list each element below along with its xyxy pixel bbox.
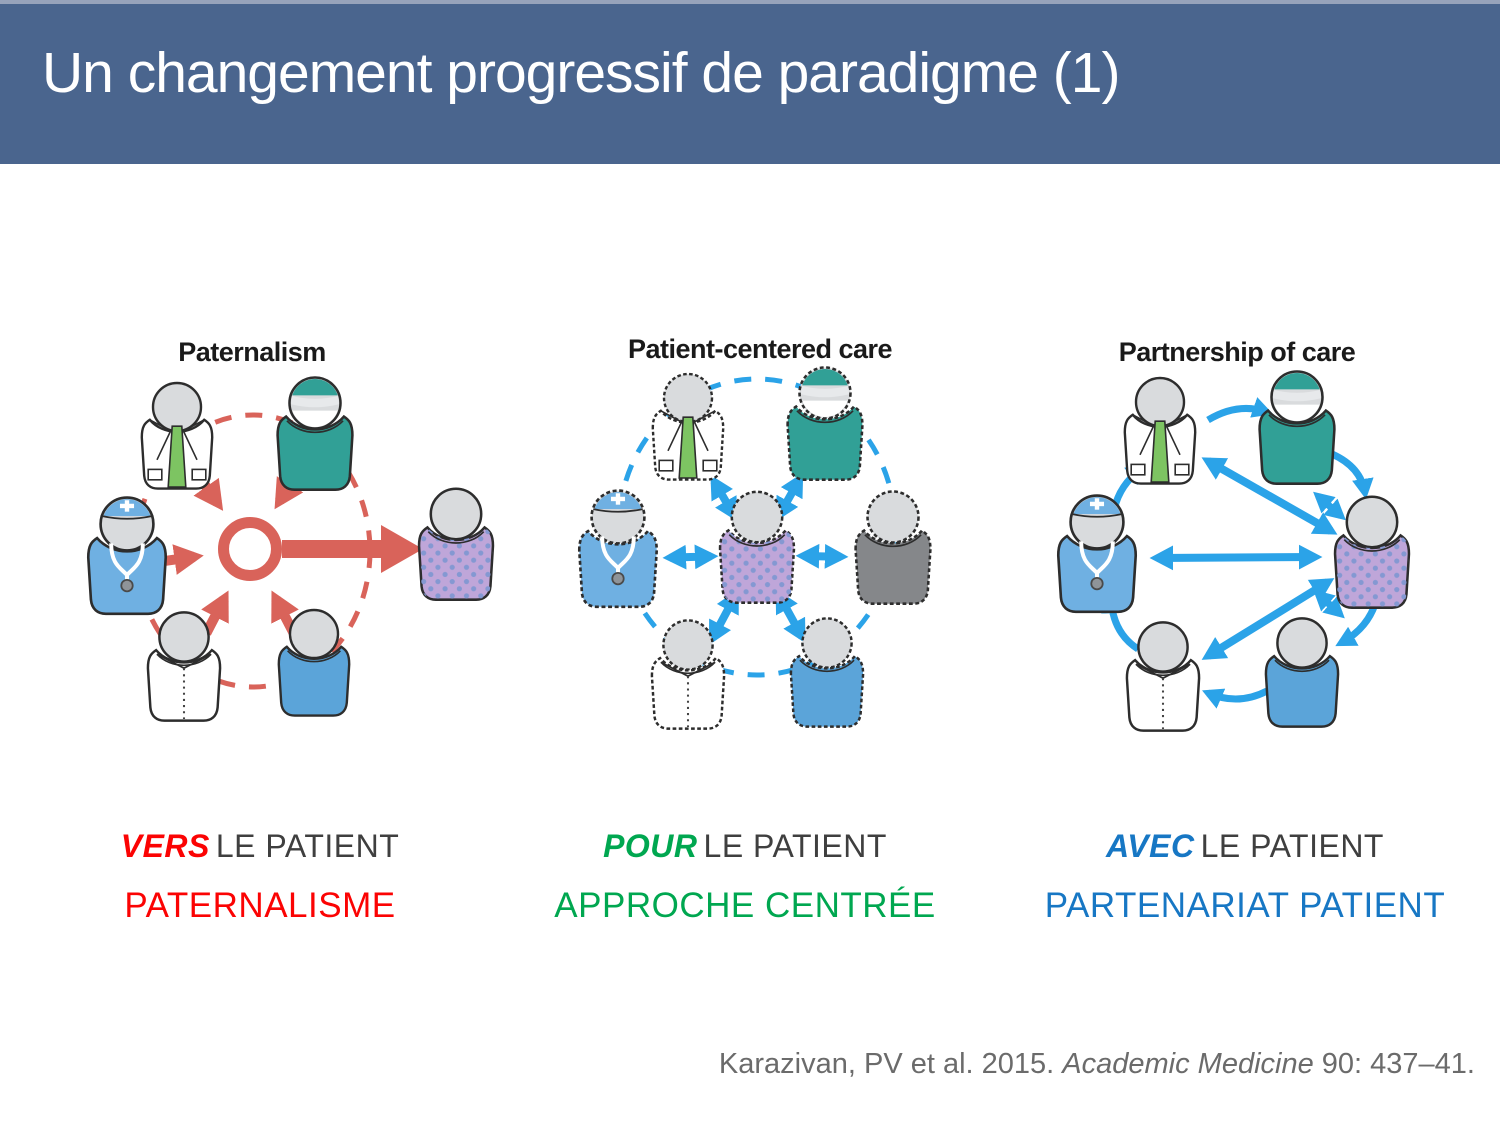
label-rest: LE PATIENT — [215, 828, 400, 864]
surgeon-icon — [276, 376, 354, 491]
keyword-vers: VERS — [120, 828, 210, 864]
citation-after: 90: 437–41. — [1313, 1048, 1475, 1080]
citation: Karazivan, PV et al. 2015. Academic Medi… — [719, 1048, 1475, 1081]
patient-icon — [417, 487, 495, 601]
arrow — [1313, 589, 1345, 619]
arrow — [1206, 397, 1274, 424]
citation-journal: Academic Medicine — [1062, 1048, 1314, 1080]
arrow — [201, 590, 229, 636]
doctor-icon — [140, 381, 214, 490]
label-rest: LE PATIENT — [703, 828, 887, 864]
header-band — [0, 0, 1500, 164]
keyword-avec: AVEC — [1106, 828, 1195, 864]
arrow — [1201, 578, 1335, 660]
surgeon-icon — [1258, 370, 1336, 485]
label-rest: LE PATIENT — [1200, 828, 1384, 864]
nurse-icon — [1056, 494, 1138, 614]
page-title: Un changement progressif de paradigme (1… — [42, 41, 1120, 105]
caregiver-blue-icon — [789, 617, 865, 728]
arrow — [1149, 544, 1323, 571]
surgeon-icon — [786, 366, 864, 481]
model-name-approche-centree: APPROCHE CENTRÉE — [554, 886, 936, 925]
caregiver-blue-icon — [1264, 617, 1340, 728]
arrow — [775, 472, 804, 522]
caregiver-white-icon — [650, 619, 726, 730]
arrow — [662, 544, 719, 570]
model-name-paternalisme: PATERNALISME — [124, 886, 396, 925]
patient-icon — [718, 490, 796, 604]
patient-centered-diagram: Patient-centered care — [565, 325, 995, 775]
doctor-icon — [1123, 376, 1197, 485]
partnership-diagram: Partnership of care — [1045, 325, 1475, 775]
patient-centered-diagram-title: Patient-centered care — [628, 334, 893, 364]
caregiver-gray-icon — [854, 490, 932, 605]
big-arrow-to-patient — [282, 525, 423, 573]
model-name-partenariat-patient: PARTENARIAT PATIENT — [1044, 886, 1446, 925]
arrow — [710, 474, 738, 522]
caregiver-white-icon — [146, 611, 222, 722]
paternalism-diagram-title: Paternalism — [178, 337, 326, 367]
arrow — [1202, 687, 1269, 709]
nurse-icon — [86, 496, 168, 616]
arrow — [1330, 450, 1374, 500]
arrow — [1201, 457, 1338, 535]
arrow — [1313, 491, 1346, 521]
nurse-icon — [577, 489, 659, 609]
caregiver-white-icon — [1125, 621, 1201, 732]
patient-icon — [1333, 495, 1411, 609]
caregiver-blue-icon — [277, 608, 351, 717]
hub-ring — [218, 517, 282, 581]
arrow — [795, 543, 849, 569]
citation-before: Karazivan, PV et al. 2015. — [718, 1048, 1063, 1080]
keyword-pour: POUR — [603, 828, 698, 864]
arrow — [775, 588, 806, 644]
doctor-icon — [651, 372, 725, 481]
partnership-diagram-title: Partnership of care — [1119, 337, 1356, 367]
paternalism-diagram: Paternalism — [85, 325, 515, 775]
